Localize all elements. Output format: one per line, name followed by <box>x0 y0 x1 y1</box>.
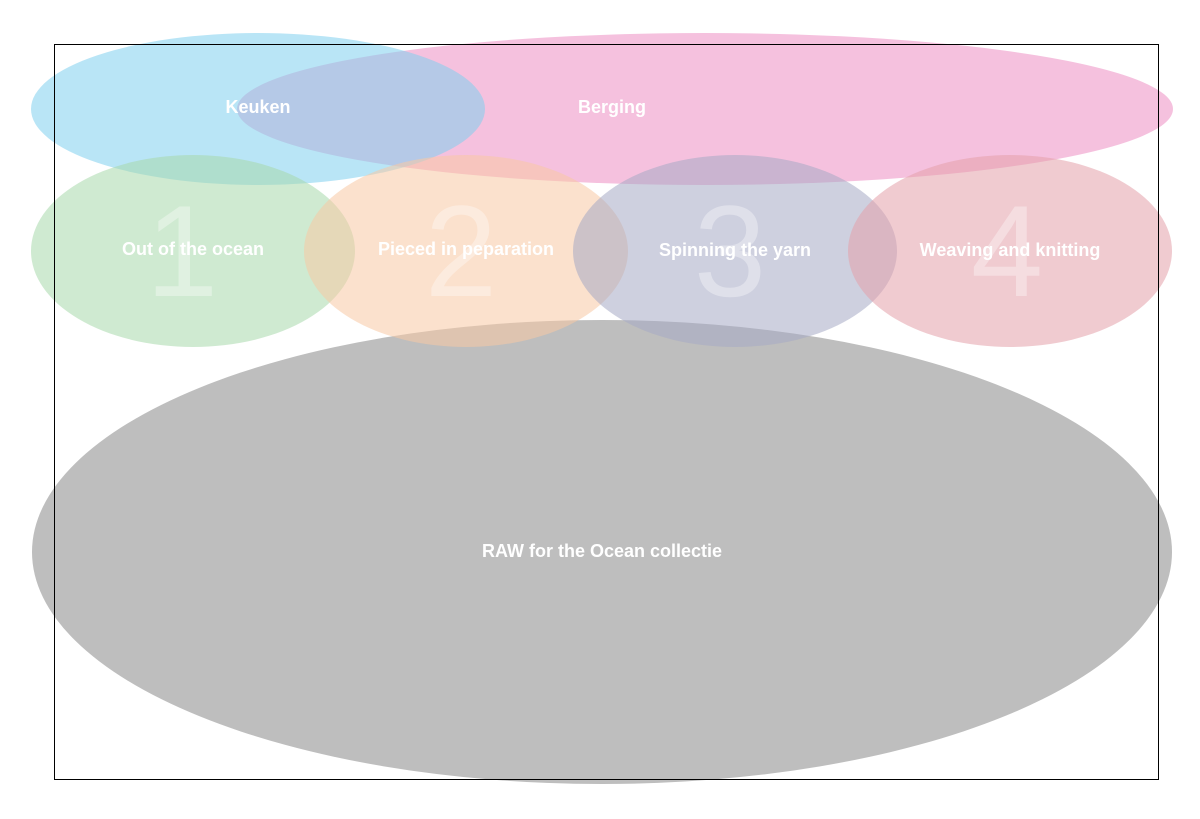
step-2-zone <box>304 155 628 347</box>
step-2-label: Pieced in peparation <box>378 239 554 259</box>
raw-label: RAW for the Ocean collectie <box>482 541 722 561</box>
step-4-zone <box>848 155 1172 347</box>
keuken-zone <box>31 33 485 185</box>
step-4-label: Weaving and knitting <box>920 240 1101 260</box>
step-1-number: 1 <box>146 178 218 324</box>
step-1-zone <box>31 155 355 347</box>
step-4-number: 4 <box>971 178 1043 324</box>
raw-zone <box>32 320 1172 784</box>
frame <box>54 44 1159 780</box>
berging-zone <box>237 33 1173 185</box>
step-3-number: 3 <box>694 178 766 324</box>
step-3-label: Spinning the yarn <box>659 240 811 260</box>
berging-label: Berging <box>578 97 646 117</box>
step-3-zone <box>573 155 897 347</box>
keuken-label: Keuken <box>225 97 290 117</box>
step-1-label: Out of the ocean <box>122 239 264 259</box>
step-2-number: 2 <box>425 178 497 324</box>
